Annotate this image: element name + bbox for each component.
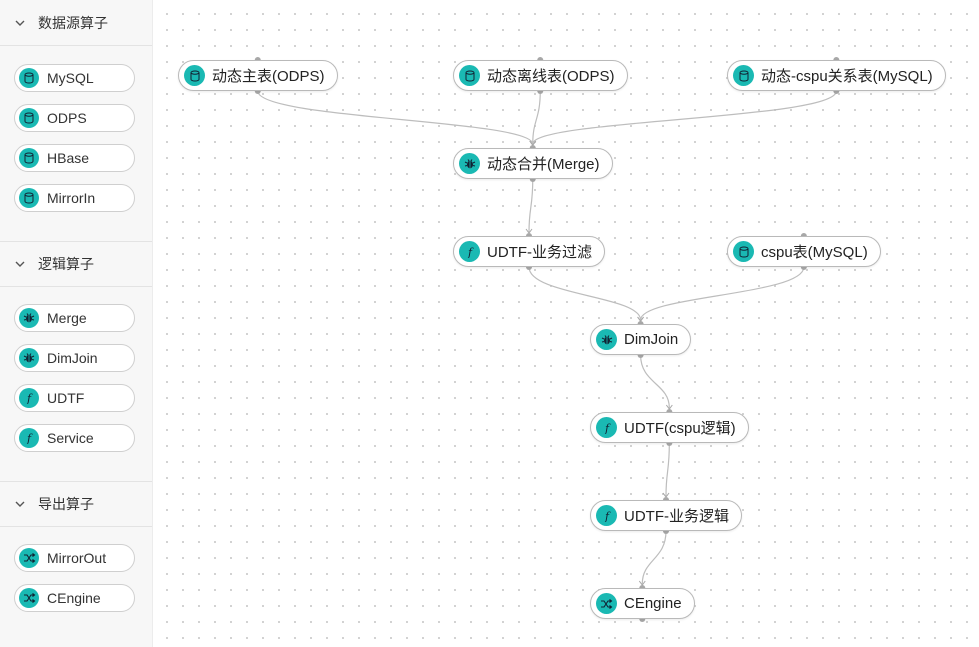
function-icon: f	[459, 241, 480, 262]
edge-arrowhead	[665, 404, 673, 410]
svg-text:f: f	[466, 246, 473, 258]
svg-text:f: f	[26, 392, 33, 404]
operator-item-hbase[interactable]: HBase	[14, 144, 135, 172]
node-label: UDTF(cspu逻辑)	[624, 420, 736, 437]
bug-icon	[459, 153, 480, 174]
flow-node-cspu-table[interactable]: cspu表(MySQL)	[727, 236, 881, 267]
flow-edge[interactable]	[665, 442, 670, 497]
flow-node-udtf-business-filter[interactable]: f UDTF-业务过滤	[453, 236, 605, 267]
edge-arrowhead	[529, 140, 537, 146]
group-header-datasource[interactable]: 数据源算子	[0, 0, 152, 46]
operator-label: UDTF	[47, 390, 85, 406]
group-title: 数据源算子	[38, 14, 108, 31]
operator-label: CEngine	[47, 590, 101, 606]
node-label: 动态主表(ODPS)	[212, 68, 325, 85]
flow-node-cengine[interactable]: CEngine	[590, 588, 695, 619]
group-header-export[interactable]: 导出算子	[0, 481, 152, 527]
database-icon	[19, 68, 39, 88]
operator-label: Merge	[47, 310, 87, 326]
operator-item-mysql[interactable]: MySQL	[14, 64, 135, 92]
svg-text:f: f	[26, 432, 33, 444]
flow-edge[interactable]	[639, 354, 670, 409]
database-icon	[184, 65, 205, 86]
node-label: UDTF-业务逻辑	[624, 508, 729, 525]
shuffle-icon	[596, 593, 617, 614]
edge-arrowhead	[638, 580, 646, 586]
edge-layer	[254, 57, 840, 622]
operator-item-cengine[interactable]: CEngine	[14, 584, 135, 612]
shuffle-icon	[19, 588, 39, 608]
flow-edge[interactable]	[639, 266, 805, 321]
database-icon	[733, 241, 754, 262]
node-label: 动态合并(Merge)	[487, 156, 600, 173]
node-label: 动态-cspu关系表(MySQL)	[761, 68, 933, 85]
flow-edge[interactable]	[641, 530, 667, 585]
operator-label: ODPS	[47, 110, 87, 126]
bug-icon	[596, 329, 617, 350]
group-header-logic[interactable]: 逻辑算子	[0, 241, 152, 287]
node-label: cspu表(MySQL)	[761, 244, 868, 261]
operator-label: MySQL	[47, 70, 94, 86]
operator-item-udtf[interactable]: f UDTF	[14, 384, 135, 412]
database-icon	[19, 148, 39, 168]
group-title: 逻辑算子	[38, 256, 94, 272]
bug-icon	[19, 308, 39, 328]
flow-edge[interactable]	[532, 90, 541, 145]
shuffle-icon	[19, 548, 39, 568]
operator-label: MirrorOut	[47, 550, 107, 566]
operator-item-service[interactable]: f Service	[14, 424, 135, 452]
flow-node-dynamic-cspu-relation[interactable]: 动态-cspu关系表(MySQL)	[727, 60, 946, 91]
operator-item-mirrorout[interactable]: MirrorOut	[14, 544, 135, 572]
function-icon: f	[19, 428, 39, 448]
node-label: CEngine	[624, 595, 682, 612]
flow-node-udtf-business-logic[interactable]: f UDTF-业务逻辑	[590, 500, 742, 531]
node-label: UDTF-业务过滤	[487, 244, 592, 261]
flow-node-dynamic-main-table[interactable]: 动态主表(ODPS)	[178, 60, 338, 91]
flow-node-dimjoin[interactable]: DimJoin	[590, 324, 692, 355]
chevron-down-icon	[14, 258, 26, 270]
function-icon: f	[596, 417, 617, 438]
operator-item-merge[interactable]: Merge	[14, 304, 135, 332]
database-icon	[459, 65, 480, 86]
node-label: 动态离线表(ODPS)	[487, 68, 615, 85]
chevron-down-icon	[14, 498, 26, 510]
node-label: DimJoin	[624, 331, 679, 348]
flow-canvas[interactable]: 动态主表(ODPS) 动态离线表(ODPS) 动态-cspu关系表(MySQL)…	[153, 0, 979, 647]
operator-item-odps[interactable]: ODPS	[14, 104, 135, 132]
flow-edge[interactable]	[528, 266, 642, 321]
edge-arrowhead	[637, 316, 644, 322]
bug-icon	[19, 348, 39, 368]
flow-node-dynamic-offline-table[interactable]: 动态离线表(ODPS)	[453, 60, 628, 91]
flow-edge[interactable]	[528, 178, 534, 233]
chevron-down-icon	[14, 17, 26, 29]
flow-edge[interactable]	[532, 90, 837, 145]
operator-label: DimJoin	[47, 350, 98, 366]
group-title: 导出算子	[38, 496, 94, 512]
flow-node-dynamic-merge[interactable]: 动态合并(Merge)	[453, 148, 613, 179]
database-icon	[19, 108, 39, 128]
flow-edge[interactable]	[257, 90, 534, 145]
operator-label: MirrorIn	[47, 190, 96, 206]
function-icon: f	[596, 505, 617, 526]
function-icon: f	[19, 388, 39, 408]
operator-label: Service	[47, 430, 94, 446]
operator-item-mirrorin[interactable]: MirrorIn	[14, 184, 135, 212]
flow-node-udtf-cspu-logic[interactable]: f UDTF(cspu逻辑)	[590, 412, 749, 443]
svg-text:f: f	[603, 510, 610, 522]
operator-item-dimjoin[interactable]: DimJoin	[14, 344, 135, 372]
database-icon	[733, 65, 754, 86]
operator-label: HBase	[47, 150, 90, 166]
database-icon	[19, 188, 39, 208]
svg-text:f: f	[603, 422, 610, 434]
operator-sidebar: 数据源算子 MySQL ODPS HBase MirrorIn 逻辑算子 Mer…	[0, 0, 153, 647]
